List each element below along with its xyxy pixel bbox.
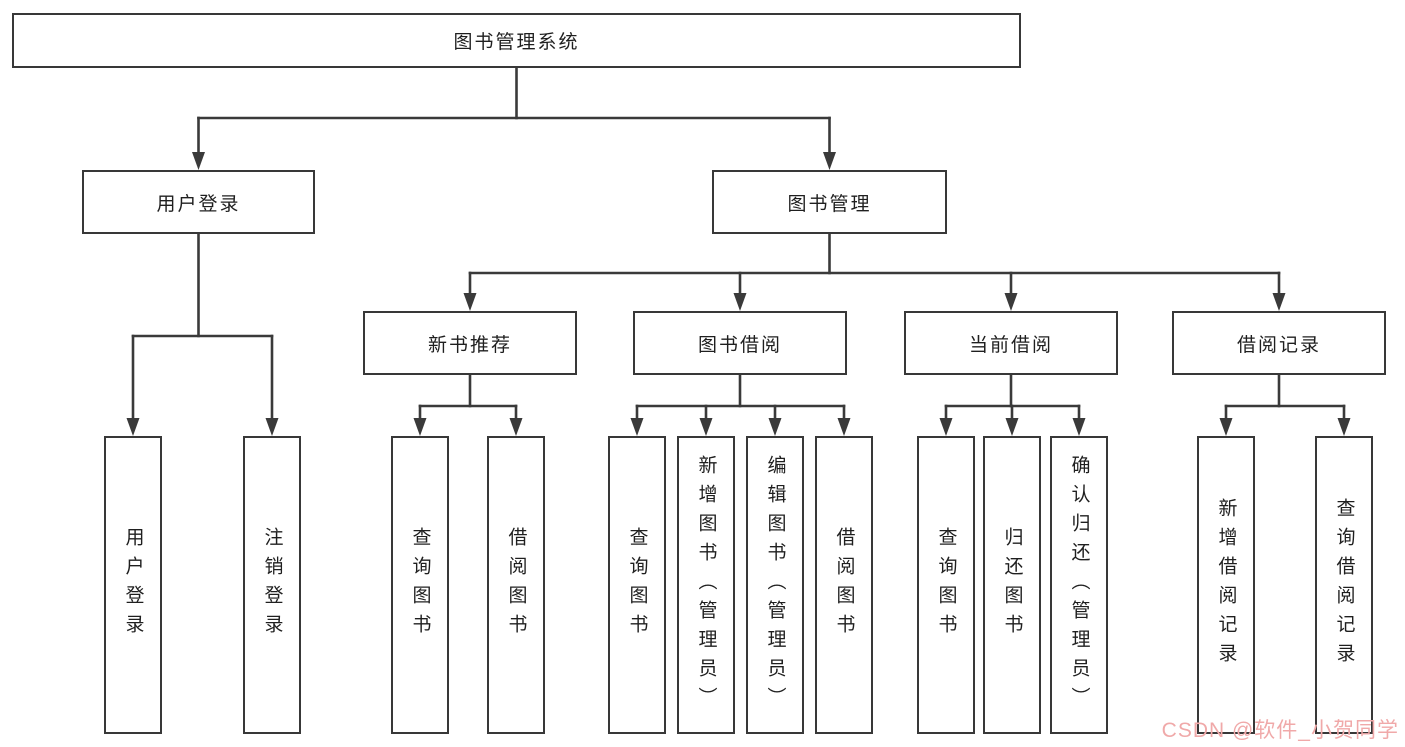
node-label: 图书借阅 (697, 334, 782, 356)
node-label: 用户登录 (156, 193, 241, 215)
node-label: 用户登录 (122, 527, 144, 643)
node-label: 编辑图书（管理员） (764, 454, 786, 716)
leaf-logout: 注销登录 (243, 436, 301, 734)
node-label: 图书管理系统 (453, 32, 580, 53)
node-library-management-system: 图书管理系统 (12, 13, 1021, 68)
leaf-return-book: 归还图书 (983, 436, 1041, 734)
leaf-query-borrow-record: 查询借阅记录 (1315, 436, 1373, 734)
leaf-borrow-book: 借阅图书 (815, 436, 873, 734)
node-label: 借阅图书 (505, 527, 527, 643)
leaf-add-borrow-record: 新增借阅记录 (1197, 436, 1255, 734)
node-book-management: 图书管理 (712, 170, 947, 234)
leaf-edit-book-admin: 编辑图书（管理员） (746, 436, 804, 734)
node-label: 查询图书 (626, 527, 648, 643)
leaf-query-book-borrow: 查询图书 (608, 436, 666, 734)
node-label: 查询图书 (935, 527, 957, 643)
node-label: 归还图书 (1001, 527, 1023, 643)
leaf-query-book-recommend: 查询图书 (391, 436, 449, 734)
node-current-borrow: 当前借阅 (904, 311, 1118, 375)
leaf-borrow-book-recommend: 借阅图书 (487, 436, 545, 734)
leaf-user-login: 用户登录 (104, 436, 162, 734)
node-label: 查询借阅记录 (1333, 498, 1355, 672)
node-user-login: 用户登录 (82, 170, 315, 234)
node-label: 新增图书（管理员） (695, 454, 717, 716)
node-label: 借阅图书 (833, 527, 855, 643)
node-label: 新增借阅记录 (1215, 498, 1237, 672)
node-borrow-record: 借阅记录 (1172, 311, 1386, 375)
node-label: 借阅记录 (1236, 334, 1321, 356)
leaf-query-book-current: 查询图书 (917, 436, 975, 734)
node-label: 新书推荐 (427, 334, 512, 356)
node-new-book-recommend: 新书推荐 (363, 311, 577, 375)
leaf-confirm-return-admin: 确认归还（管理员） (1050, 436, 1108, 734)
node-label: 当前借阅 (968, 334, 1053, 356)
node-label: 图书管理 (787, 193, 872, 215)
leaf-add-book-admin: 新增图书（管理员） (677, 436, 735, 734)
node-label: 注销登录 (261, 527, 283, 643)
node-label: 查询图书 (409, 527, 431, 643)
node-label: 确认归还（管理员） (1068, 454, 1090, 716)
node-book-borrow: 图书借阅 (633, 311, 847, 375)
